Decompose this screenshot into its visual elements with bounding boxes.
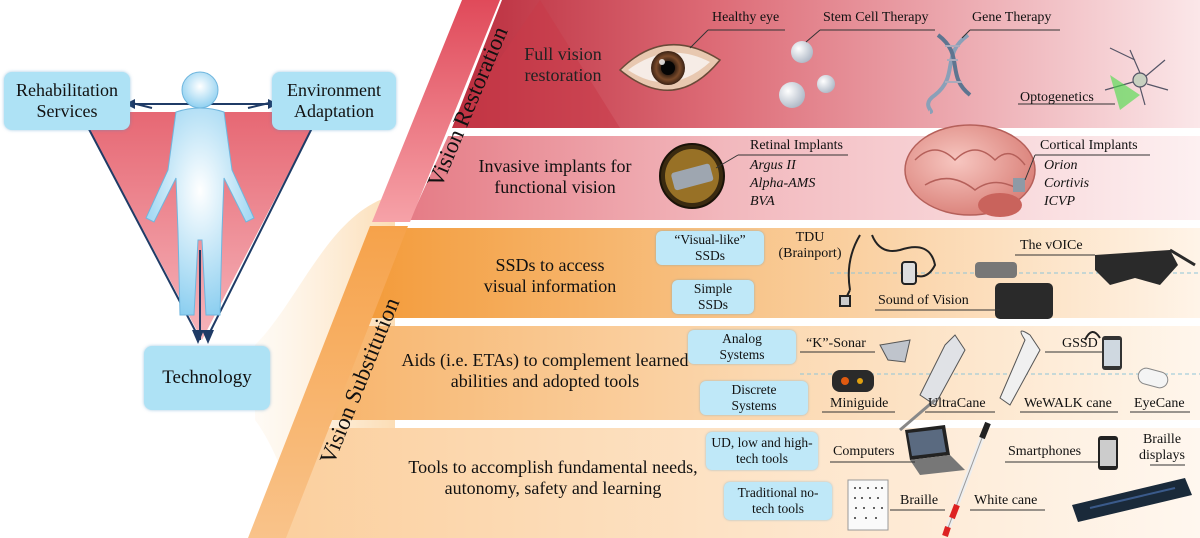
wewalk-cane-label: WeWALK cane [1024, 396, 1112, 411]
neuron-icon [1104, 47, 1169, 110]
visual-like-ssds-label: “Visual-like” SSDs [674, 232, 746, 263]
rehabilitation-services-box: Rehabilitation Services [4, 72, 130, 130]
braille-sheet-icon [847, 479, 889, 531]
environment-adaptation-box: Environment Adaptation [272, 72, 396, 130]
stem-cell-label: Stem Cell Therapy [823, 10, 929, 25]
cortical-item-icvp: ICVP [1044, 194, 1076, 209]
analog-systems-box: Analog Systems [688, 330, 796, 364]
retinal-item-alpha: Alpha-AMS [750, 176, 816, 191]
eyecane-icon [1137, 367, 1169, 389]
cortical-implants-label: Cortical Implants [1040, 138, 1138, 153]
tdu-brainport-label: TDU (Brainport) [778, 230, 842, 262]
computers-label: Computers [833, 444, 895, 459]
white-cane-label: White cane [974, 493, 1038, 508]
wewalk-cane-icon [999, 330, 1041, 406]
human-silhouette-icon [145, 71, 255, 316]
laptop-icon [905, 425, 965, 475]
gene-therapy-label: Gene Therapy [972, 10, 1052, 25]
k-sonar-label: “K”-Sonar [806, 336, 866, 351]
analog-systems-label: Analog Systems [719, 331, 765, 362]
brainport-device-icon [839, 234, 937, 307]
retinal-item-bva: BVA [750, 194, 775, 209]
smartphones-label: Smartphones [1008, 444, 1082, 459]
miniguide-icon [832, 370, 874, 392]
row-tools-fundamental: Tools to accomplish fundamental needs, a… [408, 457, 698, 498]
optogenetics-label: Optogenetics [1020, 90, 1094, 105]
row-invasive-implants: Invasive implants for functional vision [478, 156, 632, 197]
ud-tools-label: UD, low and high-tech tools [711, 435, 813, 466]
technology-box: Technology [144, 346, 270, 410]
row-aids-etas: Aids (i.e. ETAs) to complement learned a… [401, 350, 689, 391]
healthy-eye-label: Healthy eye [712, 10, 780, 25]
the-voice-label: The vOICe [1020, 238, 1083, 253]
gssd-label: GSSD [1062, 336, 1098, 351]
environment-adaptation-label: Environment Adaptation [287, 80, 381, 121]
brain-icon [904, 124, 1036, 217]
cortical-item-orion: Orion [1044, 158, 1078, 173]
sound-of-vision-label: Sound of Vision [878, 293, 969, 308]
technology-label: Technology [162, 367, 252, 389]
discrete-systems-label: Discrete Systems [731, 382, 777, 413]
traditional-tools-label: Traditional no-tech tools [737, 485, 819, 516]
ultracane-icon [899, 334, 966, 432]
braille-displays-label: Braille displays [1139, 432, 1185, 464]
sound-of-vision-icon [975, 262, 1053, 319]
voice-glasses-icon [1095, 248, 1196, 285]
traditional-tools-box: Traditional no-tech tools [724, 482, 832, 520]
rehabilitation-services-label: Rehabilitation Services [16, 80, 118, 121]
row-ssds: SSDs to access visual information [483, 255, 617, 296]
retinal-implants-label: Retinal Implants [750, 138, 843, 153]
miniguide-label: Miniguide [830, 396, 889, 411]
smartphone-icon [1098, 436, 1118, 470]
simple-ssds-box: Simple SSDs [672, 280, 754, 314]
row-full-vision-restoration: Full vision restoration [524, 44, 602, 85]
stem-cell-icon [779, 41, 835, 108]
cortical-item-cortivis: Cortivis [1044, 176, 1090, 191]
ultracane-label: UltraCane [928, 396, 986, 411]
retinal-implant-icon [659, 143, 725, 209]
healthy-eye-icon [618, 43, 722, 91]
visual-like-ssds-box: “Visual-like” SSDs [656, 231, 764, 265]
dna-helix-icon [926, 33, 972, 114]
braille-label: Braille [900, 493, 939, 508]
discrete-systems-box: Discrete Systems [700, 381, 808, 415]
ud-tools-box: UD, low and high-tech tools [706, 432, 818, 470]
gssd-phone-icon [1084, 331, 1122, 370]
retinal-item-argus: Argus II [750, 158, 796, 173]
eyecane-label: EyeCane [1134, 396, 1185, 411]
braille-display-icon [1072, 478, 1192, 522]
k-sonar-icon [879, 339, 911, 363]
simple-ssds-label: Simple SSDs [693, 281, 733, 312]
white-cane-icon [942, 421, 991, 537]
